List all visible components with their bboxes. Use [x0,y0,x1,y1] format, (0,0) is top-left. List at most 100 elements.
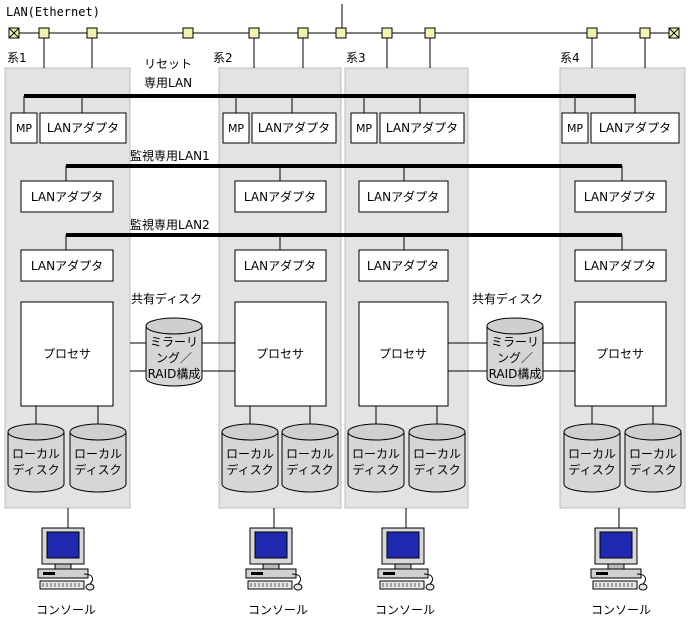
local-disk-icon [563,423,621,493]
local-disk-icon [221,423,279,493]
processor-box [234,301,327,407]
lan-tap-icon [639,27,651,39]
lan-adapter-box [590,112,680,144]
lan-adapter-box [379,112,465,144]
lan-tap-icon [38,27,50,39]
monitor-lan2-adapters: LANアダプタ LANアダプタ LANアダプタ LANアダプタ [20,249,667,282]
local-disks: ローカル ディスク ローカル ディスク ローカル ディスク ローカル ディスク … [7,423,682,493]
shared-disk-label: 共有ディスク [472,291,543,306]
processor-label: プロセサ [256,347,304,361]
local-disk-text: ディスク [413,462,460,477]
mp-box [222,112,250,144]
lan-adapter-box [39,112,127,144]
processor-box [358,301,449,407]
lan-tap-icon [297,27,309,39]
mp-box [350,112,378,144]
shared-disk-icon [486,317,544,387]
shared-disk-text: RAID構成 [489,367,542,381]
shared-disk-text: ミラーリ [150,335,198,349]
lan-adapter-box [358,180,449,213]
reset-lan-label-line1: リセット [144,57,192,71]
console-label: コンソール [591,603,651,617]
system-3-label: 系3 [346,51,366,65]
lan-adapter-box [574,180,667,213]
lan-tap-icon [424,27,436,39]
mp-label: MP [16,122,32,135]
processor-label: プロセサ [596,347,644,361]
lan-adapter-box [20,180,114,213]
system-4-label: 系4 [560,51,580,65]
lan-adapter-box [574,249,667,282]
mp-box [561,112,589,144]
lan-adapter-label: LANアダプタ [258,120,330,135]
local-disk-icon [69,423,127,493]
lan-terminator-right-icon [668,27,680,39]
processors: プロセサ プロセサ プロセサ プロセサ [20,301,667,407]
lan-tap-icon [335,27,347,39]
lan-tap-icon [182,27,194,39]
console-label: コンソール [36,603,96,617]
local-disk-text: ローカル [12,447,60,461]
local-disk-text: ディスク [568,462,615,477]
console-computer-icon [590,527,648,591]
local-disk-text: ローカル [413,447,461,461]
shared-disk-label: 共有ディスク [131,291,202,306]
local-disk-icon [281,423,339,493]
console-label: コンソール [375,603,435,617]
console-computer-icon [245,527,303,591]
shared-disk-icon [145,317,203,387]
shared-disk-text: RAID構成 [148,367,201,381]
mp-label: MP [228,122,244,135]
local-disk-text: ディスク [629,462,676,477]
monitor-lan1-label: 監視専用LAN1 [130,148,210,163]
lan-adapter-label: LANアダプタ [31,258,103,273]
console-label: コンソール [248,603,308,617]
lan-adapter-label: LANアダプタ [367,189,439,204]
lan-tap-icon [248,27,260,39]
lan-adapter-box [234,180,327,213]
local-disk-text: ローカル [74,447,122,461]
processor-box [574,301,667,407]
lan-adapter-box [20,249,114,282]
local-disk-text: ローカル [568,447,616,461]
shared-disk-text: ミラーリ [491,335,539,349]
lan-ethernet-label: LAN(Ethernet) [6,5,100,19]
local-disk-text: ローカル [286,447,334,461]
mp-label: MP [356,122,372,135]
lan-adapter-label: LANアダプタ [244,258,316,273]
shared-disk-text: ング／ [156,351,192,365]
lan-adapter-label: LANアダプタ [584,189,656,204]
console-computer-icon [377,527,435,591]
reset-lan-label-line2: 専用LAN [144,76,192,90]
lan-adapter-label: LANアダプタ [47,120,119,135]
lan-adapter-label: LANアダプタ [386,120,458,135]
lan-ethernet: LAN(Ethernet) [6,4,680,39]
local-disk-text: ローカル [226,447,274,461]
local-disk-text: ディスク [352,462,399,477]
local-disk-text: ローカル [352,447,400,461]
lan-tap-icon [86,27,98,39]
lan-adapter-label: LANアダプタ [584,258,656,273]
monitor-lan1-adapters: LANアダプタ LANアダプタ LANアダプタ LANアダプタ [20,180,667,213]
system-2-label: 系2 [213,51,233,65]
local-disk-icon [347,423,405,493]
local-disk-text: ディスク [74,462,121,477]
monitor-lan2-label: 監視専用LAN2 [130,217,210,232]
lan-adapter-box [251,112,337,144]
lan-adapter-label: LANアダプタ [599,120,671,135]
local-disk-icon [624,423,682,493]
mp-box [10,112,38,144]
lan-adapter-box [358,249,449,282]
local-disk-icon [408,423,466,493]
lan-adapter-label: LANアダプタ [244,189,316,204]
mp-row: MP LANアダプタ MP LANアダプタ MP LANアダプタ MP LANア… [10,112,680,144]
lan-tap-icon [381,27,393,39]
processor-box [20,301,114,407]
lan-adapter-label: LANアダプタ [367,258,439,273]
local-disk-text: ローカル [629,447,677,461]
processor-label: プロセサ [379,347,427,361]
shared-disk-text: ング／ [497,351,533,365]
lan-adapter-box [234,249,327,282]
